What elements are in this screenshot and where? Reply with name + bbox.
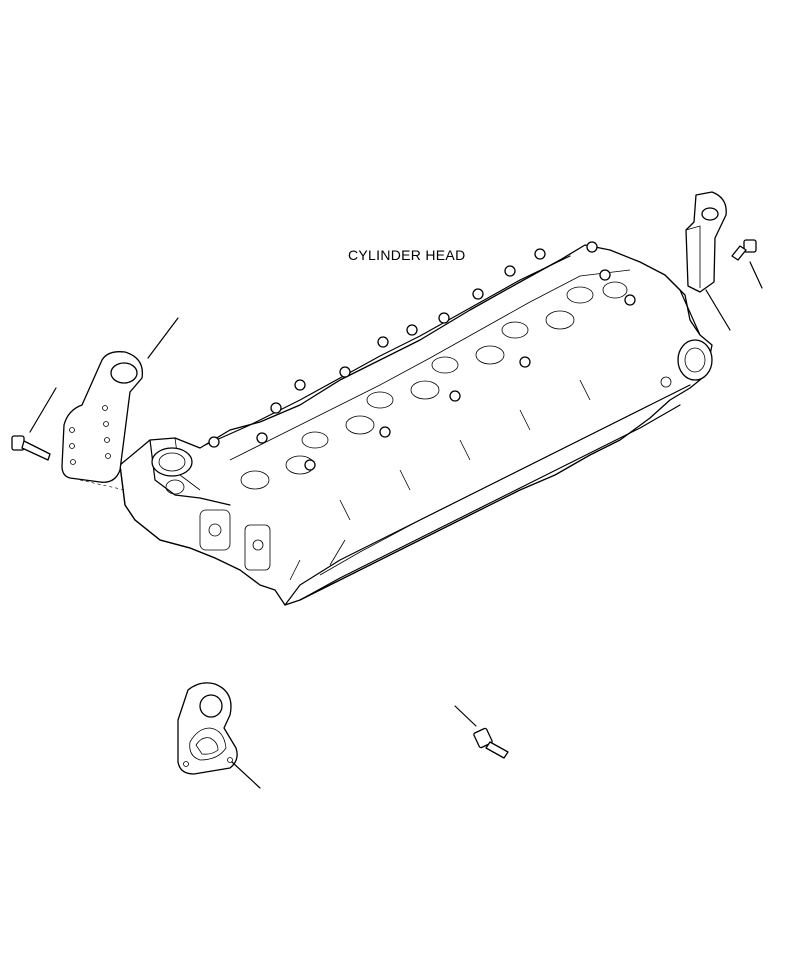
rear-bracket-bolt [731, 239, 763, 289]
head-bolts [208, 241, 636, 471]
front-bracket-bolt [11, 387, 57, 461]
front-lifting-bracket [61, 317, 179, 483]
rear-lifting-bracket [685, 191, 731, 331]
diagram-title: CYLINDER HEAD [348, 247, 466, 263]
loose-bolt [454, 705, 509, 759]
cylinder-head [79, 241, 713, 606]
lifting-eye-bracket [177, 682, 261, 789]
